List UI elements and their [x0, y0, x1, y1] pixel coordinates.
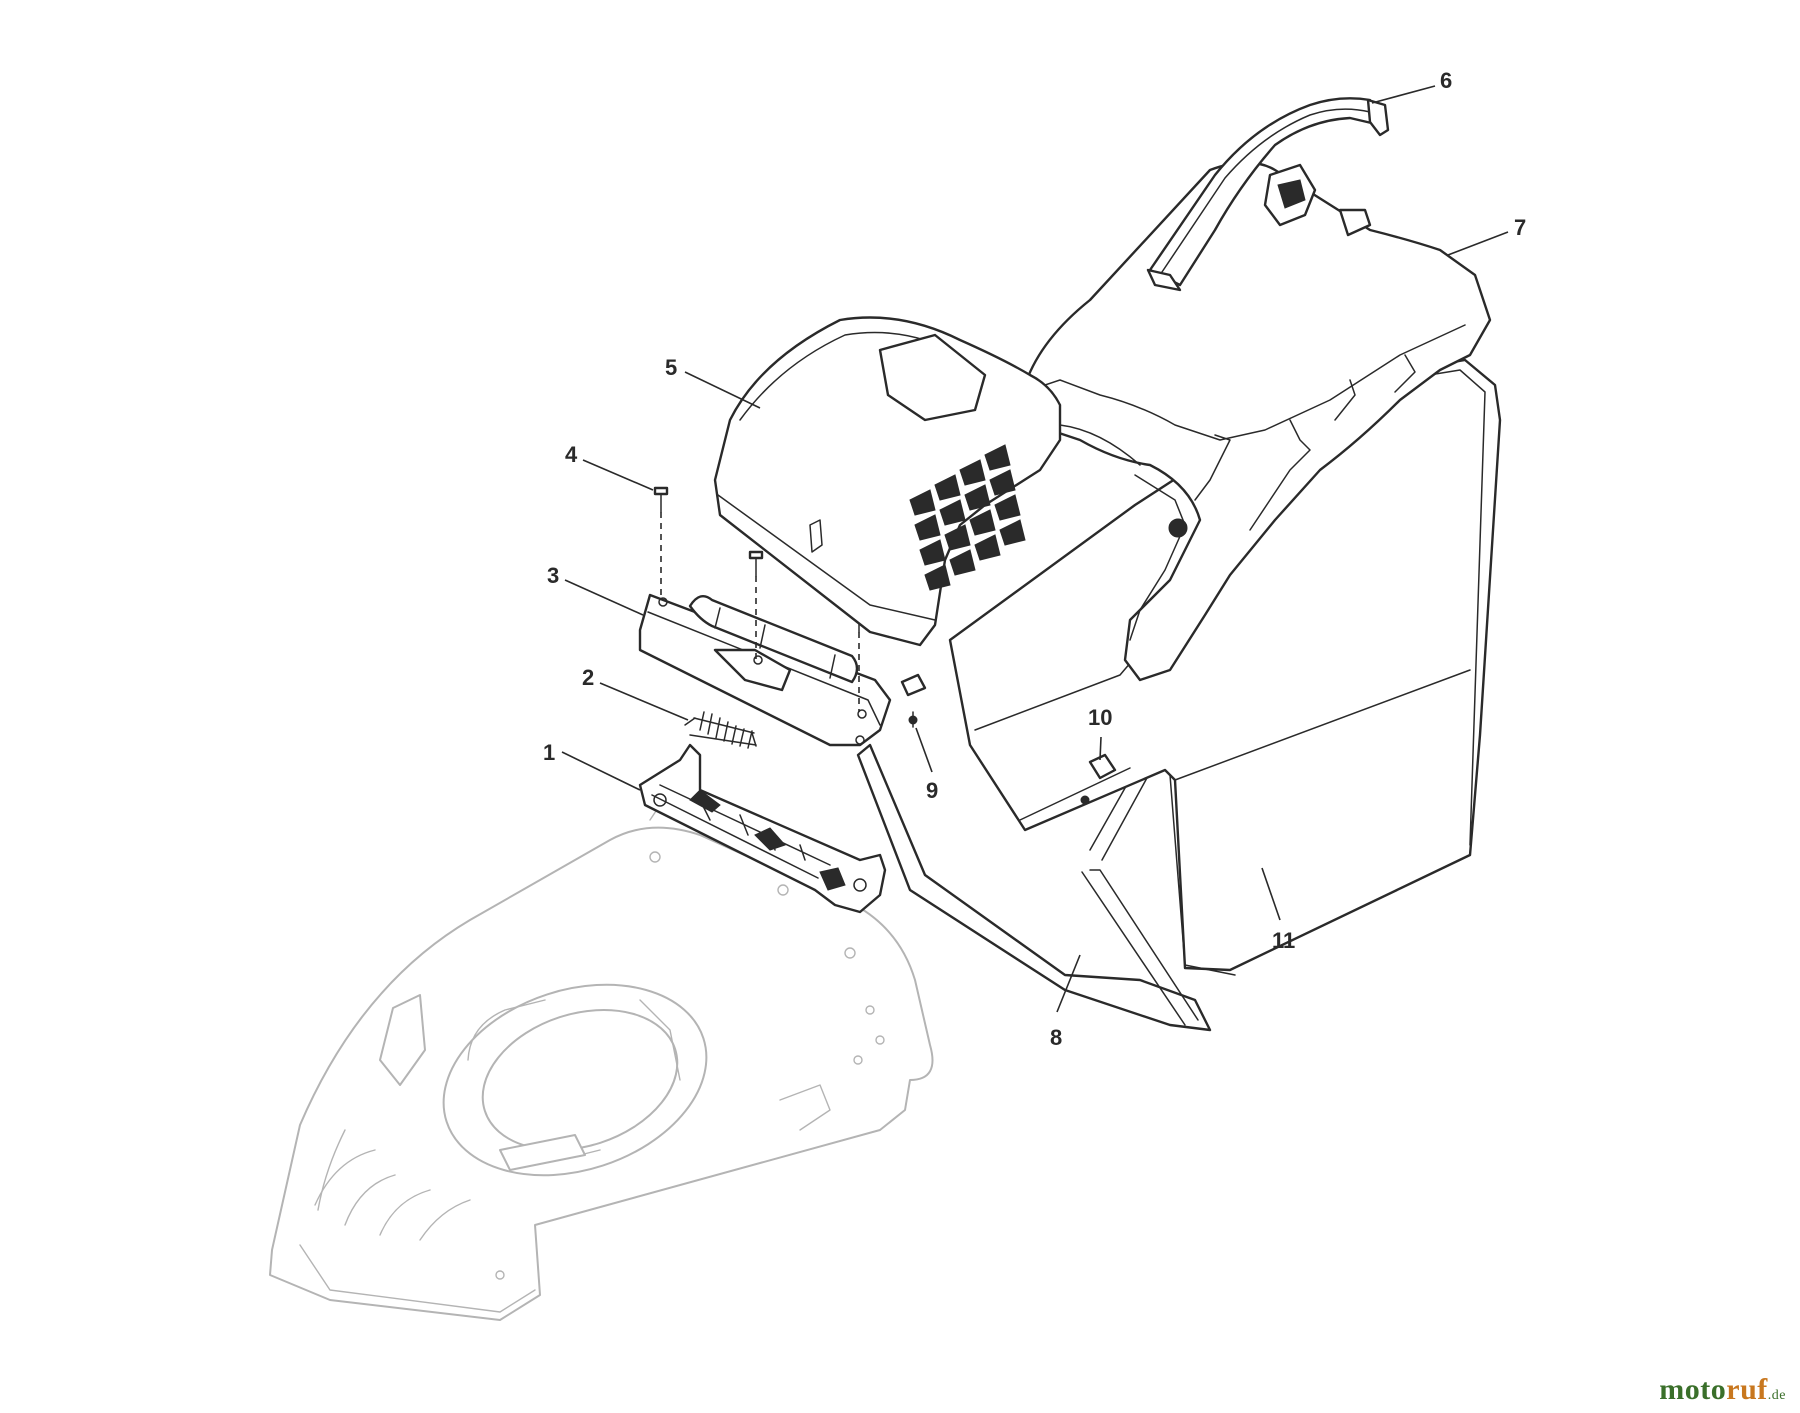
leader-4 — [582, 459, 654, 491]
part-3-flap-plate — [638, 593, 892, 747]
leader-8 — [1056, 954, 1081, 1013]
watermark-part1: moto — [1659, 1373, 1727, 1406]
leader-1 — [561, 751, 641, 791]
leader-9 — [915, 727, 933, 773]
part-5-rear-flap — [713, 316, 1062, 647]
part-2-spring — [684, 711, 757, 749]
callout-7: 7 — [1514, 215, 1526, 240]
part-9-clip — [900, 673, 927, 728]
part-7-bag-top — [1023, 161, 1492, 682]
callout-5: 5 — [665, 355, 677, 380]
watermark-tld: .de — [1767, 1388, 1786, 1403]
callout-labels: 1 2 3 4 5 6 7 8 9 10 11 — [543, 68, 1526, 1050]
callout-8: 8 — [1050, 1025, 1062, 1050]
site-watermark: motoruf.de — [1659, 1373, 1786, 1407]
callout-6: 6 — [1440, 68, 1452, 93]
callout-2: 2 — [582, 665, 594, 690]
mower-deck — [269, 797, 934, 1321]
leader-11 — [1261, 867, 1281, 921]
callout-10: 10 — [1088, 705, 1112, 730]
part-1-hinge-bracket — [638, 743, 887, 914]
callout-9: 9 — [926, 778, 938, 803]
leader-2 — [599, 682, 689, 721]
callout-1: 1 — [543, 740, 555, 765]
leader-6 — [1371, 85, 1436, 104]
callout-11: 11 — [1272, 928, 1295, 953]
leader-10 — [1099, 736, 1102, 761]
leader-5 — [684, 371, 761, 409]
watermark-part2: ruf — [1726, 1373, 1768, 1406]
callout-3: 3 — [547, 563, 559, 588]
leader-3 — [564, 579, 644, 616]
leader-lines — [561, 85, 1509, 1013]
leader-7 — [1447, 231, 1509, 256]
callout-4: 4 — [565, 442, 578, 467]
part-6-handle — [1146, 97, 1390, 292]
